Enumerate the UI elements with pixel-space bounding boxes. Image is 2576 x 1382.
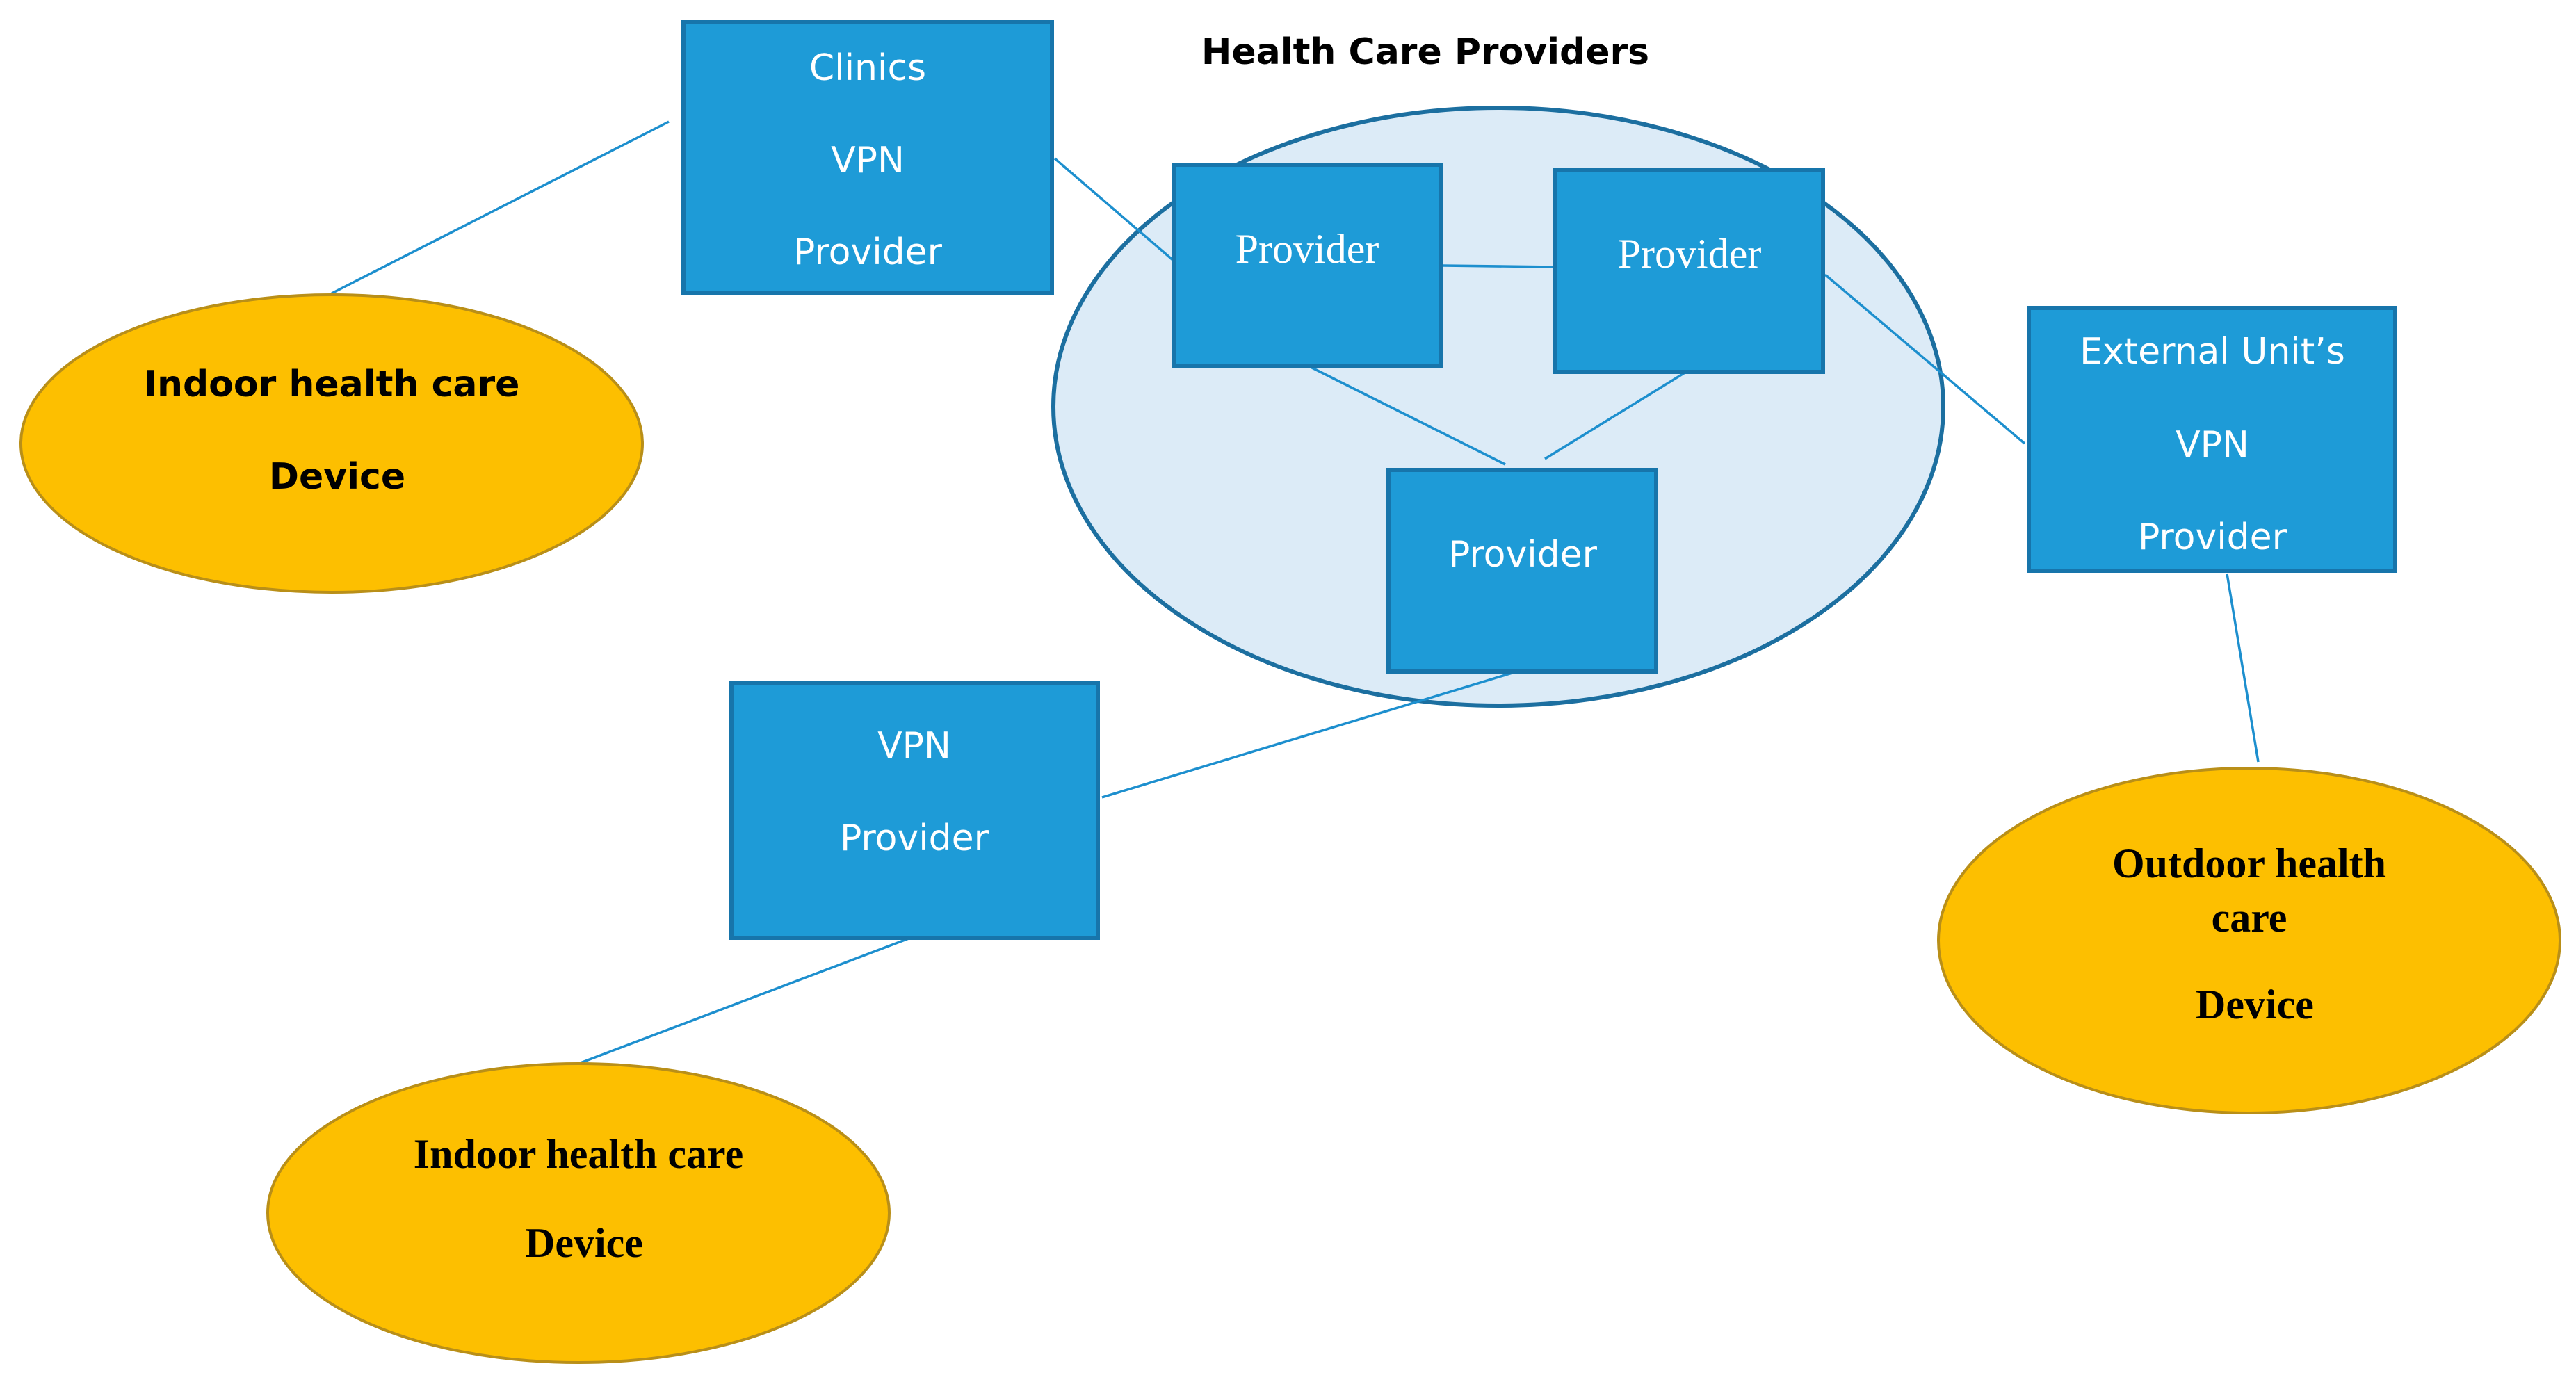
- box-label-line: Provider: [1236, 226, 1379, 272]
- device-label-line: care: [2212, 895, 2287, 941]
- box-label-line: VPN: [831, 140, 905, 181]
- device-label-line: Device: [525, 1220, 643, 1266]
- connector-provider-right-to-center: [1544, 371, 1687, 460]
- box-label-line: External Unit’s: [2080, 331, 2345, 373]
- external-unit-vpn-provider-box: External Unit’s VPN Provider: [2027, 306, 2397, 573]
- box-label-line: Provider: [793, 231, 943, 273]
- connector-indoor-top-to-clinics: [331, 120, 670, 295]
- box-label-line: Provider: [840, 818, 989, 859]
- connector-provider-left-to-center: [1310, 366, 1506, 466]
- clinics-vpn-provider-box: Clinics VPN Provider: [681, 20, 1054, 295]
- box-label-line: Provider: [1618, 231, 1762, 277]
- box-label-line: Provider: [2138, 517, 2287, 558]
- indoor-health-care-device-top: Indoor health care Device: [19, 293, 644, 594]
- provider-box-top-left: Provider: [1172, 163, 1443, 368]
- box-label-line: Clinics: [809, 47, 926, 89]
- connector-clinics-to-provider-left: [1053, 157, 1175, 262]
- device-label-line: Outdoor health: [2112, 840, 2386, 886]
- connector-provider-left-to-right: [1442, 264, 1555, 268]
- indoor-health-care-device-bottom: Indoor health care Device: [266, 1062, 891, 1364]
- device-label-line: Indoor health care: [414, 1131, 743, 1177]
- provider-box-top-right: Provider: [1553, 168, 1825, 374]
- vpn-provider-box-bottom: VPN Provider: [729, 681, 1100, 940]
- provider-box-center: Provider: [1386, 468, 1658, 674]
- box-label-line: VPN: [877, 725, 951, 767]
- connector-provider-right-to-external: [1824, 273, 2026, 445]
- connector-external-to-outdoor: [2226, 573, 2260, 763]
- connector-vpn-bottom-to-indoor-bottom: [578, 937, 909, 1065]
- box-label-line: VPN: [2176, 424, 2249, 466]
- diagram-title: Health Care Providers: [1201, 31, 1649, 73]
- outdoor-health-care-device: Outdoor health care Device: [1937, 767, 2561, 1114]
- connector-center-to-vpn-bottom: [1101, 669, 1520, 799]
- device-label-line: Indoor health care: [144, 364, 520, 405]
- box-label-line: Provider: [1448, 534, 1598, 576]
- connectors: [331, 120, 2260, 1065]
- device-label-line: Device: [269, 456, 405, 498]
- device-label-line: Device: [2196, 982, 2314, 1027]
